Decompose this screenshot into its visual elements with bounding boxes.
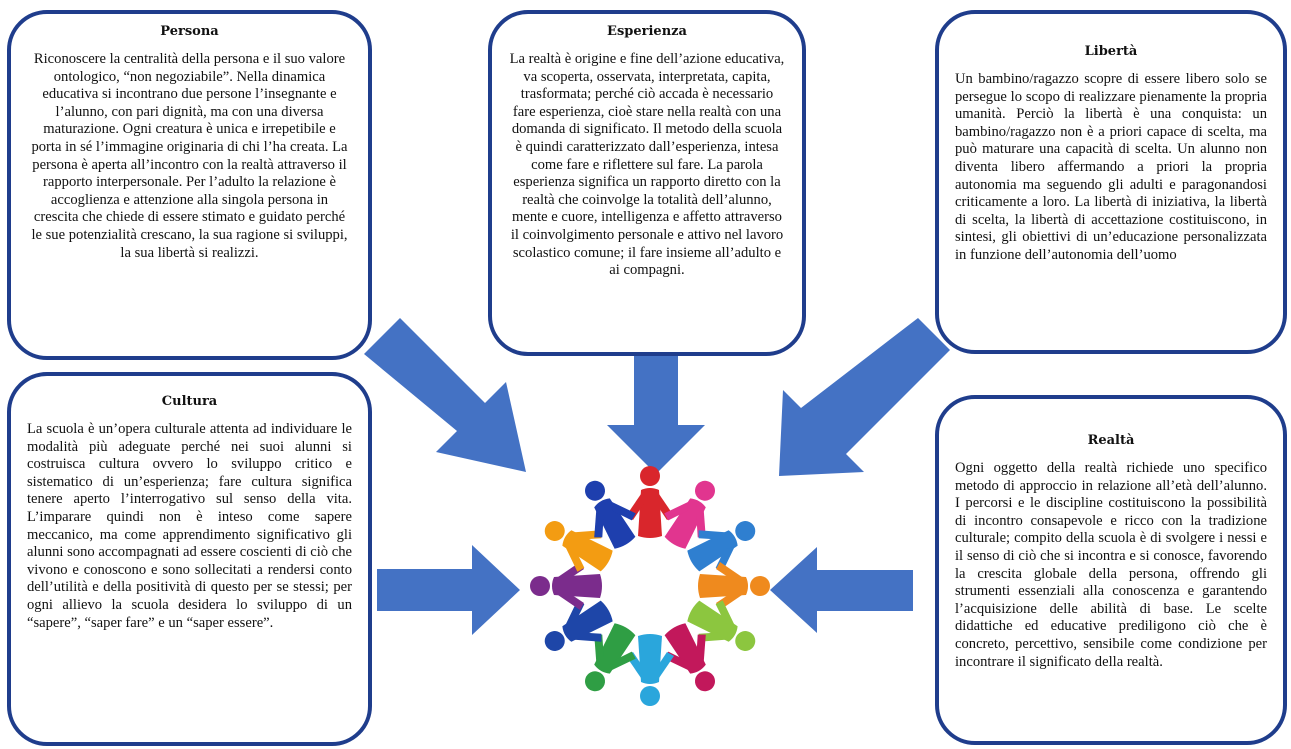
people-circle-icon: [530, 466, 770, 706]
arrow-icon: [377, 545, 520, 635]
arrow-icon: [779, 318, 950, 476]
persona-text: Riconoscere la centralità della persona …: [31, 51, 348, 261]
persona-box: Persona Riconoscere la centralità della …: [7, 10, 372, 360]
cultura-title: Cultura: [161, 394, 218, 409]
esperienza-box: Esperienza La realtà è origine e fine de…: [488, 10, 806, 356]
realta-title: Realtà: [1087, 433, 1135, 448]
persona-title: Persona: [160, 24, 219, 39]
arrow-icon: [607, 356, 705, 474]
liberta-box: Libertà Un bambino/ragazzo scopre di ess…: [935, 10, 1287, 354]
arrow-icon: [770, 547, 913, 633]
esperienza-text: La realtà è origine e fine dell’azione e…: [509, 51, 785, 279]
cultura-box: Cultura La scuola è un’opera culturale a…: [7, 372, 372, 746]
realta-box: Realtà Ogni oggetto della realtà richied…: [935, 395, 1287, 745]
liberta-title: Libertà: [1084, 44, 1138, 59]
cultura-text: La scuola è un’opera culturale attenta a…: [27, 421, 352, 631]
realta-text: Ogni oggetto della realtà richiede uno s…: [955, 460, 1267, 670]
liberta-text: Un bambino/ragazzo scopre di essere libe…: [955, 71, 1267, 263]
esperienza-title: Esperienza: [607, 24, 687, 39]
arrow-icon: [364, 318, 526, 472]
